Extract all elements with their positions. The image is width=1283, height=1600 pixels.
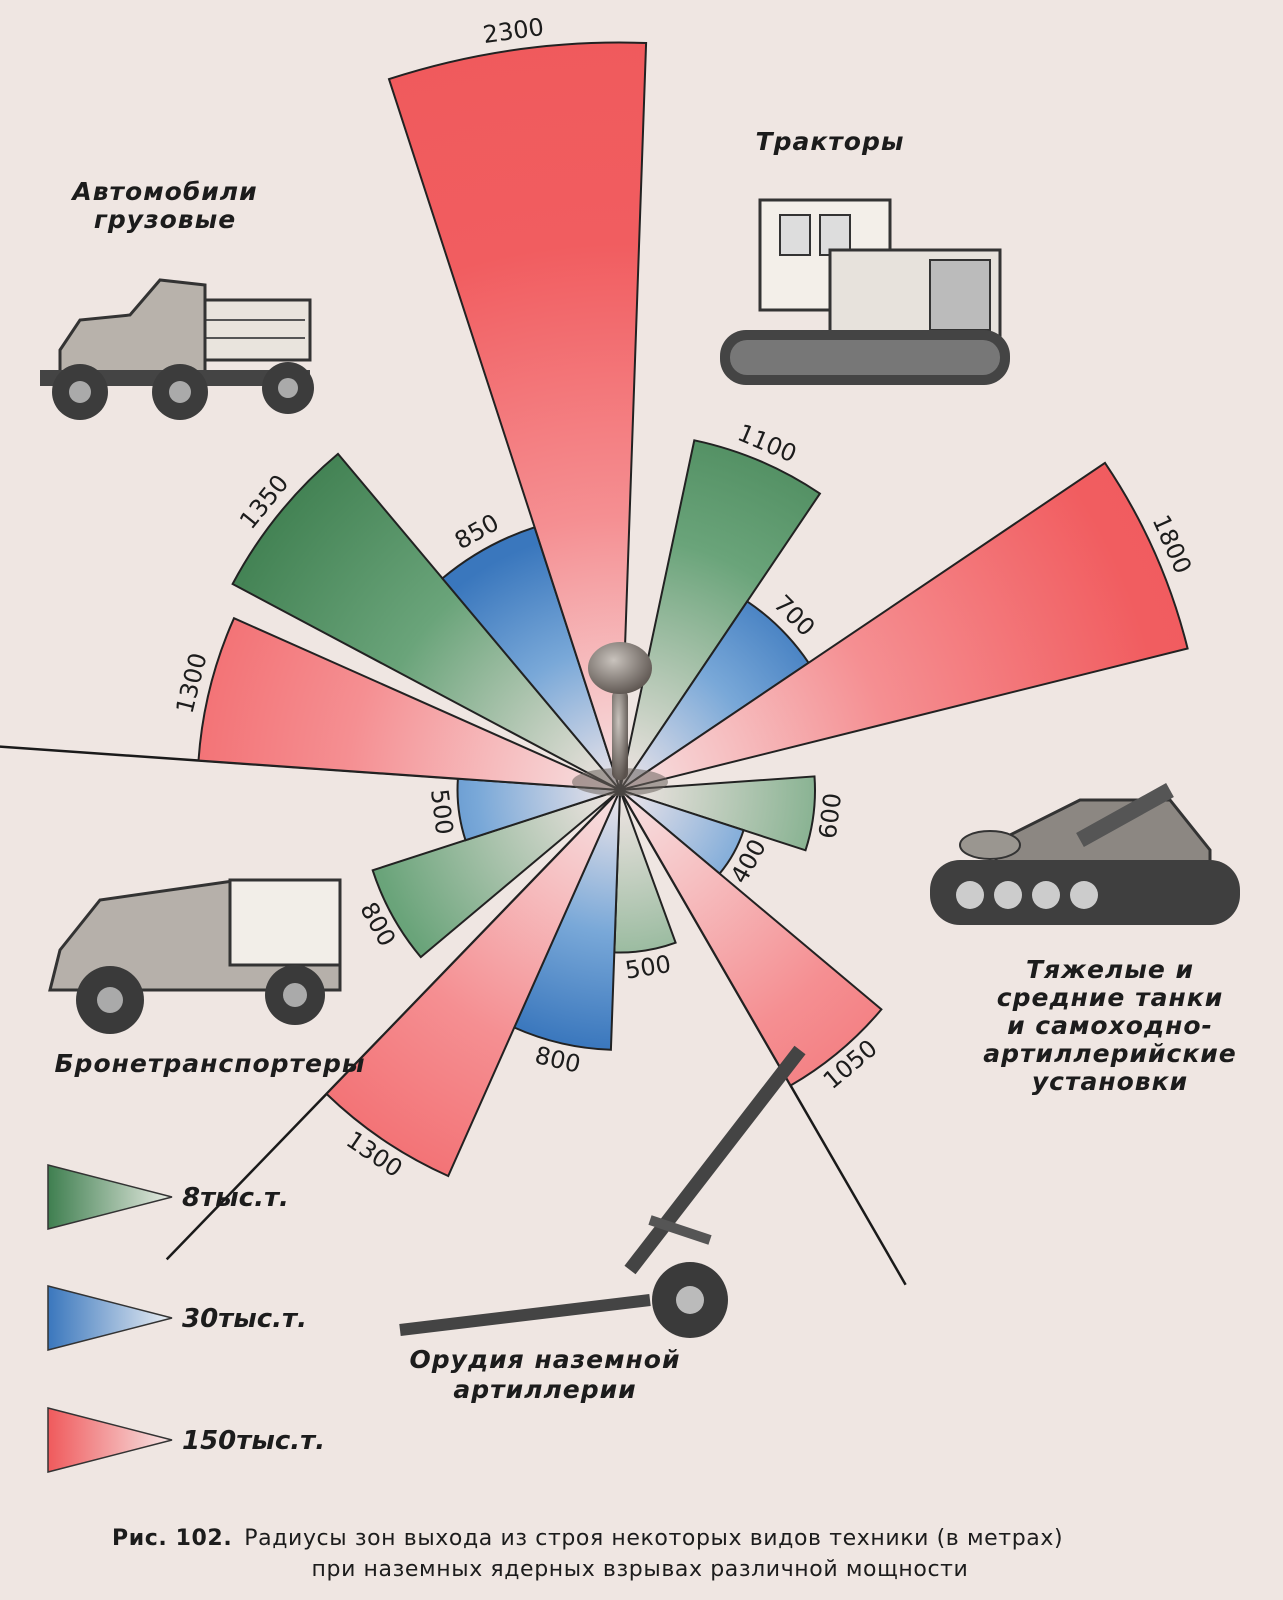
category-label-1: Тракторы xyxy=(756,127,905,156)
tank-icon xyxy=(930,783,1240,925)
truck-icon xyxy=(40,278,314,420)
armored-carrier-icon xyxy=(48,878,342,1034)
category-label-4: Бронетранспортеры xyxy=(55,1049,366,1078)
legend-label-red: 150тыс.т. xyxy=(182,1426,325,1456)
wedge-red-cat-4 xyxy=(197,616,621,791)
caption-line-2: при наземных ядерных взрывах различной м… xyxy=(312,1557,969,1582)
wedge-red-cat-3 xyxy=(325,789,621,1178)
wedge-green-cat-1 xyxy=(619,439,822,791)
figure-caption: Рис. 102. Радиусы зон выхода из строя нек… xyxy=(112,1526,1063,1582)
legend-label-blue: 30тыс.т. xyxy=(182,1304,307,1334)
value-label-red-cat-0: 2300 xyxy=(481,13,545,49)
legend: 8тыс.т. 30тыс.т. 150тыс.т. xyxy=(47,1164,325,1473)
wedge-green-cat-4 xyxy=(371,789,621,959)
wedge-red-cat-1 xyxy=(619,461,1189,791)
caption-line-1: Рис. 102. Радиусы зон выхода из строя нек… xyxy=(112,1526,1063,1551)
legend-label-green: 8тыс.т. xyxy=(182,1183,289,1213)
legend-swatch-red xyxy=(47,1407,173,1473)
value-label-green-cat-2: 600 xyxy=(814,791,847,840)
tractor-icon xyxy=(720,198,1010,385)
value-label-green-cat-3: 500 xyxy=(623,950,673,985)
wedge-green-cat-2 xyxy=(619,775,816,852)
wedges-group xyxy=(197,41,1189,1178)
caption-text-1: Радиусы зон выхода из строя некоторых ви… xyxy=(244,1526,1063,1551)
explosion-center-icon xyxy=(572,642,668,796)
wedge-green-cat-0 xyxy=(231,452,621,791)
wedge-red-cat-0 xyxy=(387,41,648,791)
caption-number: Рис. 102. xyxy=(112,1526,232,1551)
legend-swatch-green xyxy=(47,1164,173,1230)
value-label-blue-cat-4: 500 xyxy=(425,787,458,836)
artillery-gun-icon xyxy=(399,1045,806,1338)
legend-swatch-blue xyxy=(47,1285,173,1351)
wedge-red-cat-2 xyxy=(619,789,883,1087)
